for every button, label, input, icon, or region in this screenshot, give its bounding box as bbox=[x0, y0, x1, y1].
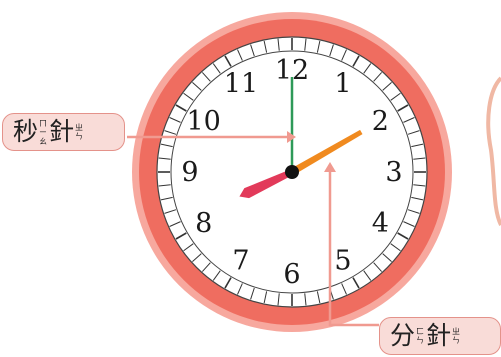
minute-tick bbox=[407, 209, 420, 214]
zhuyin-symbol: ㄣ bbox=[75, 132, 84, 141]
minute-tick bbox=[363, 270, 372, 281]
minute-tick bbox=[304, 293, 307, 306]
clock-numeral-10: 10 bbox=[186, 106, 220, 137]
minute-tick bbox=[175, 104, 187, 112]
minute-tick bbox=[237, 283, 243, 295]
clock-numeral-8: 8 bbox=[195, 208, 212, 239]
minute-tick bbox=[411, 196, 424, 201]
minute-tick bbox=[169, 117, 181, 123]
second-pointer-arrowhead bbox=[287, 131, 296, 143]
clock-hands bbox=[239, 77, 363, 199]
clock-numeral-3: 3 bbox=[385, 157, 402, 188]
clock-numeral-4: 4 bbox=[372, 208, 389, 239]
zhuyin-symbol: ㄓ bbox=[452, 327, 461, 336]
minute-ticks bbox=[158, 38, 426, 306]
minute-tick bbox=[164, 209, 177, 214]
minute-hand-label-char2: 針 bbox=[426, 321, 452, 350]
minute-hand bbox=[290, 129, 363, 176]
clock-numeral-6: 6 bbox=[283, 259, 300, 290]
minute-tick bbox=[237, 49, 243, 61]
minute-tick bbox=[329, 44, 334, 57]
minute-tick bbox=[403, 117, 415, 123]
minute-tick bbox=[160, 196, 173, 201]
minute-tick bbox=[413, 184, 426, 187]
clock-numeral-11: 11 bbox=[224, 69, 258, 100]
zhuyin-symbol: ㄓ bbox=[75, 123, 84, 132]
minute-tick bbox=[363, 63, 372, 74]
minute-hand-label-zhuyin2: ㄓ ㄣ bbox=[452, 327, 460, 345]
clock-numeral-5: 5 bbox=[334, 245, 351, 276]
zhuyin-symbol: ㄧ bbox=[39, 127, 48, 137]
minute-tick bbox=[212, 270, 221, 281]
minute-tick bbox=[341, 283, 347, 295]
zhuyin-symbol: ㄈ bbox=[416, 327, 425, 336]
clock-numeral-1: 1 bbox=[334, 69, 351, 100]
minute-hand-label-char1: 分 bbox=[390, 321, 416, 350]
minute-hand-pointer-line bbox=[328, 168, 379, 327]
minute-tick bbox=[224, 55, 232, 67]
minute-tick bbox=[201, 72, 211, 82]
minute-tick bbox=[192, 253, 202, 263]
minute-tick bbox=[382, 81, 392, 91]
minute-tick bbox=[224, 277, 232, 289]
second-hand-label-zhuyin1: ㄇ ㄧ ㄠ bbox=[39, 119, 47, 146]
second-hand-label: 秒 ㄇ ㄧ ㄠ 針 ㄓ ㄣ bbox=[2, 113, 125, 151]
clock-numeral-7: 7 bbox=[232, 245, 249, 276]
minute-tick bbox=[352, 277, 360, 289]
minute-tick bbox=[316, 40, 321, 53]
minute-pointer-arrowhead bbox=[324, 162, 336, 172]
zhuyin-symbol: ㄣ bbox=[452, 336, 461, 345]
clock-numeral-2: 2 bbox=[372, 106, 389, 137]
minute-tick bbox=[169, 221, 181, 227]
minute-tick bbox=[263, 291, 268, 304]
minute-tick bbox=[407, 130, 420, 135]
minute-tick bbox=[403, 221, 415, 227]
minute-tick bbox=[390, 92, 401, 101]
minute-tick bbox=[277, 38, 280, 51]
minute-tick bbox=[382, 253, 392, 263]
minute-tick bbox=[373, 262, 383, 272]
minute-tick bbox=[175, 232, 187, 240]
minute-tick bbox=[413, 157, 426, 160]
minute-tick bbox=[250, 287, 255, 300]
clock-numeral-9: 9 bbox=[181, 157, 198, 188]
minute-hand-label: 分 ㄈ ㄣ 針 ㄓ ㄣ bbox=[379, 317, 501, 355]
minute-tick bbox=[341, 49, 347, 61]
second-hand-label-zhuyin2: ㄓ ㄣ bbox=[75, 123, 83, 141]
hour-hand bbox=[239, 169, 294, 199]
minute-tick bbox=[263, 40, 268, 53]
minute-tick bbox=[397, 104, 409, 112]
minute-hand-label-zhuyin1: ㄈ ㄣ bbox=[416, 327, 424, 345]
minute-tick bbox=[183, 92, 194, 101]
minute-tick bbox=[250, 44, 255, 57]
minute-tick bbox=[201, 262, 211, 272]
minute-tick bbox=[390, 243, 401, 252]
minute-tick bbox=[397, 232, 409, 240]
minute-tick bbox=[373, 72, 383, 82]
zhuyin-symbol: ㄣ bbox=[416, 336, 425, 345]
zhuyin-symbol: ㄇ bbox=[39, 118, 48, 128]
minute-tick bbox=[352, 55, 360, 67]
minute-tick bbox=[158, 157, 171, 160]
minute-tick bbox=[304, 38, 307, 51]
minute-tick bbox=[160, 143, 173, 148]
minute-tick bbox=[277, 293, 280, 306]
decorative-edge-graphic bbox=[483, 70, 501, 230]
clock-center-pin bbox=[285, 165, 299, 179]
minute-tick bbox=[158, 184, 171, 187]
minute-tick bbox=[164, 130, 177, 135]
second-hand-label-char2: 針 bbox=[49, 117, 75, 146]
zhuyin-symbol: ㄠ bbox=[39, 136, 48, 146]
second-hand-label-char1: 秒 bbox=[13, 117, 39, 146]
minute-tick bbox=[212, 63, 221, 74]
minute-tick bbox=[316, 291, 321, 304]
minute-tick bbox=[411, 143, 424, 148]
minute-tick bbox=[183, 243, 194, 252]
minute-tick bbox=[192, 81, 202, 91]
